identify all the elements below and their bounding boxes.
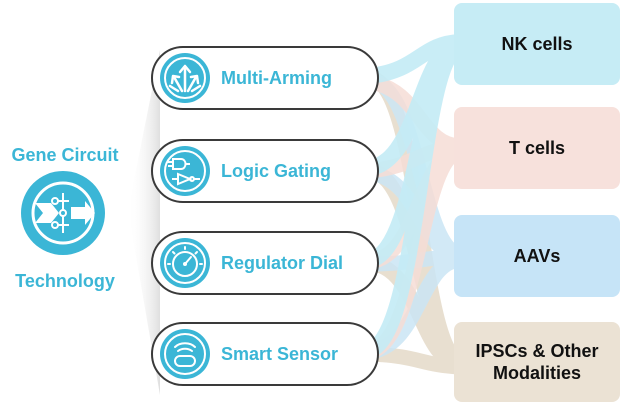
target-nk-cells: NK cells bbox=[454, 3, 620, 85]
hub-title-bottom: Technology bbox=[15, 271, 115, 291]
hub-circle bbox=[21, 171, 105, 255]
feature-logic-gating: Logic Gating bbox=[151, 139, 379, 203]
target-label-line-2: Modalities bbox=[492, 363, 581, 383]
ribbons-cyan bbox=[366, 34, 463, 358]
feature-label: Regulator Dial bbox=[221, 253, 344, 273]
sensor-icon bbox=[164, 333, 206, 375]
target-aavs: AAVs bbox=[454, 215, 620, 297]
target-label: AAVs bbox=[513, 245, 561, 266]
feature-label: Multi-Arming bbox=[221, 68, 332, 88]
feature-smart-sensor: Smart Sensor bbox=[151, 322, 379, 386]
target-label: NK cells bbox=[501, 33, 573, 54]
target-ipscs-other-modalities: IPSCs & Other Modalities bbox=[454, 322, 620, 402]
multi-arrow-icon bbox=[164, 57, 206, 99]
circuit-arrows-icon bbox=[31, 181, 95, 245]
target-t-cells: T cells bbox=[454, 107, 620, 189]
logic-gate-icon bbox=[164, 150, 206, 192]
feature-label: Logic Gating bbox=[221, 161, 331, 181]
feature-regulator-dial: Regulator Dial bbox=[151, 231, 379, 295]
feature-label: Smart Sensor bbox=[221, 344, 339, 364]
fan-connector bbox=[128, 50, 160, 395]
target-label: T cells bbox=[508, 137, 566, 158]
dial-icon bbox=[164, 242, 206, 284]
hub-title-top: Gene Circuit bbox=[11, 145, 119, 165]
feature-multi-arming: Multi-Arming bbox=[151, 46, 379, 110]
target-label-line-1: IPSCs & Other bbox=[475, 341, 599, 361]
